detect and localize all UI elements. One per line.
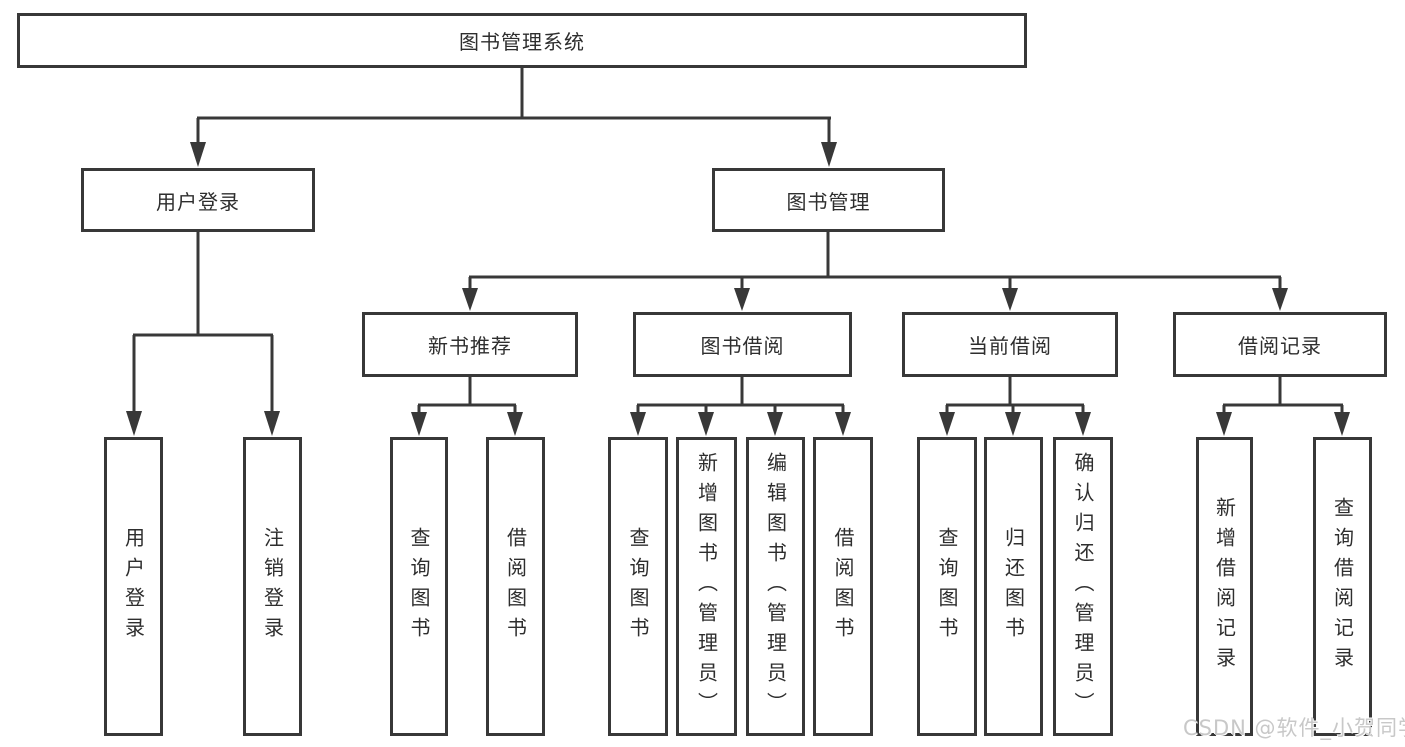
node-new-book-recommend: 新书推荐: [362, 312, 578, 377]
leaf-return-books-label: 归还图书: [1001, 526, 1026, 647]
node-book-management: 图书管理: [712, 168, 945, 232]
node-book-borrowing: 图书借阅: [633, 312, 852, 377]
leaf-query-borrow-record-label: 查询借阅记录: [1330, 496, 1355, 677]
leaf-confirm-return-admin: 确认归还（管理员）: [1053, 437, 1113, 736]
leaf-borrow-books: 借阅图书: [813, 437, 873, 736]
node-current-borrowing: 当前借阅: [902, 312, 1118, 377]
leaf-add-books-admin-label: 新增图书（管理员）: [694, 451, 719, 722]
leaf-user-login-label: 用户登录: [121, 526, 146, 647]
leaf-confirm-return-admin-label: 确认归还（管理员）: [1071, 451, 1095, 722]
leaf-query-borrow-record: 查询借阅记录: [1313, 437, 1372, 736]
leaf-add-borrow-record-label: 新增借阅记录: [1212, 496, 1237, 677]
leaf-query-books-borrowing: 查询图书: [608, 437, 668, 736]
leaf-add-borrow-record: 新增借阅记录: [1196, 437, 1253, 736]
leaf-borrow-books-label: 借阅图书: [831, 526, 855, 647]
leaf-edit-books-admin-label: 编辑图书（管理员）: [763, 451, 788, 722]
leaf-query-books-borrowing-label: 查询图书: [626, 526, 650, 647]
leaf-edit-books-admin: 编辑图书（管理员）: [746, 437, 805, 736]
leaf-borrow-books-recommend: 借阅图书: [486, 437, 545, 736]
leaf-user-login: 用户登录: [104, 437, 163, 736]
leaf-borrow-books-recommend-label: 借阅图书: [503, 526, 528, 647]
leaf-add-books-admin: 新增图书（管理员）: [676, 437, 737, 736]
node-root-system: 图书管理系统: [17, 13, 1027, 68]
watermark: CSDN @软件_小贺同学: [1183, 716, 1405, 740]
leaf-query-books-current: 查询图书: [917, 437, 977, 736]
leaf-query-books-recommend: 查询图书: [390, 437, 448, 736]
node-borrowing-records: 借阅记录: [1173, 312, 1387, 377]
leaf-query-books-recommend-label: 查询图书: [407, 526, 431, 647]
leaf-logout: 注销登录: [243, 437, 302, 736]
leaf-return-books: 归还图书: [984, 437, 1043, 736]
leaf-logout-label: 注销登录: [260, 526, 285, 647]
leaf-query-books-current-label: 查询图书: [935, 526, 959, 647]
node-user-login: 用户登录: [81, 168, 315, 232]
